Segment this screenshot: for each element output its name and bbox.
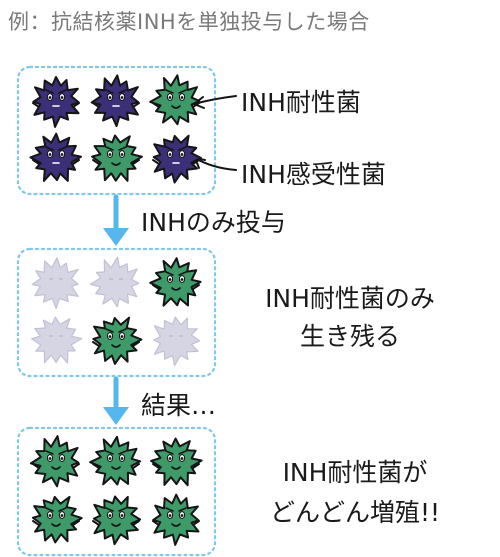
label-stage2: INH耐性菌のみ 生き残る xyxy=(232,280,468,356)
bacterium-ghost xyxy=(31,257,79,310)
bacterium-resistant xyxy=(89,435,142,486)
stage-box-after xyxy=(16,247,217,378)
bacterium-resistant xyxy=(149,74,201,126)
bacterium-ghost xyxy=(153,316,201,367)
bacterium-resistant xyxy=(152,493,200,546)
label-stage2-line1: INH耐性菌のみ xyxy=(265,284,435,313)
bacterium-resistant-dead xyxy=(90,74,140,128)
label-stage3-line1: INH耐性菌が xyxy=(282,458,428,487)
bacterium-resistant xyxy=(149,257,202,307)
bacterium-ghost xyxy=(31,316,83,364)
bacterium-resistant xyxy=(150,437,203,487)
stage-box-before xyxy=(16,65,217,196)
label-resistant: INH耐性菌 xyxy=(241,88,361,117)
flow-arrow-1 xyxy=(103,194,129,246)
bacterium-resistant xyxy=(91,134,143,182)
flow-arrow-2 xyxy=(103,376,129,425)
label-stage3: INH耐性菌が どんどん増殖!! xyxy=(236,453,474,533)
bacterium-ghost xyxy=(89,256,140,308)
diagram-title: 例：抗結核薬INHを単独投与した場合 xyxy=(8,10,370,34)
label-step1: INHのみ投与 xyxy=(141,208,286,237)
stage-box-result xyxy=(16,426,217,557)
label-step2: 結果… xyxy=(141,391,217,420)
bacterium-resistant xyxy=(92,495,142,546)
label-stage3-line2: どんどん増殖!! xyxy=(269,498,441,527)
bacterium-resistant-dead xyxy=(29,132,83,182)
bacterium-resistant xyxy=(92,316,143,365)
label-sensitive: INH感受性菌 xyxy=(241,160,386,189)
bacterium-sensitive xyxy=(152,134,202,184)
label-stage2-line2: 生き残る xyxy=(299,322,400,351)
bacterium-resistant xyxy=(31,495,83,544)
bacterium-resistant xyxy=(29,435,80,488)
bacterium-resistant-dead xyxy=(32,76,80,128)
